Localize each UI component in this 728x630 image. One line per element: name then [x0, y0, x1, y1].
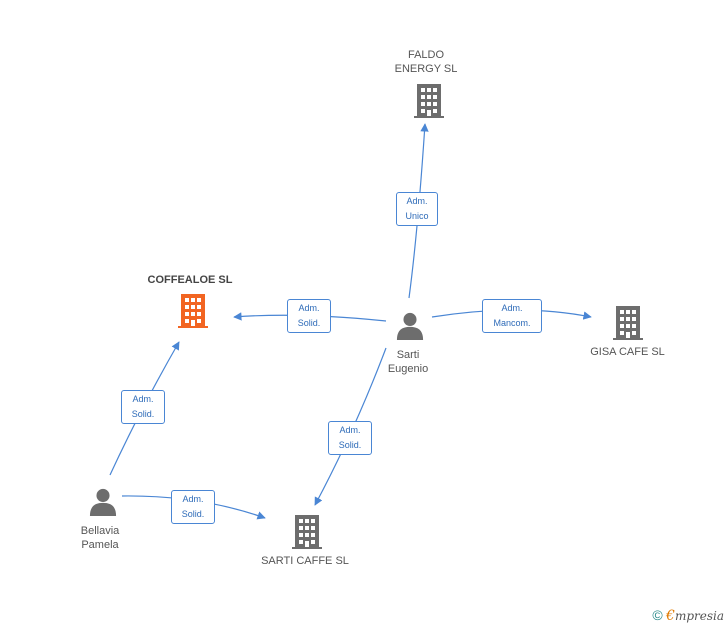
coffealoe-building-icon[interactable]	[178, 294, 208, 328]
node-label-faldo[interactable]: FALDO ENERGY SL	[394, 49, 458, 75]
node-label-gisa[interactable]: GISA CAFE SL	[590, 346, 665, 358]
edge-label-adm-unico: Adm. Unico	[396, 192, 438, 226]
edge-label-adm-solid-bellavia-sarticaffe: Adm. Solid.	[171, 490, 215, 524]
node-label-sarti-eugenio[interactable]: Sarti Eugenio	[387, 349, 429, 375]
edge-label-adm-solid-coffealoe: Adm. Solid.	[287, 299, 331, 333]
edge-label-adm-solid-bellavia-coffealoe: Adm. Solid.	[121, 390, 165, 424]
empresia-watermark[interactable]: © €mpresia	[652, 607, 724, 624]
node-label-sarticaffe[interactable]: SARTI CAFFE SL	[261, 555, 349, 567]
sarti-person-icon[interactable]	[396, 312, 424, 340]
brand-initial: €	[666, 608, 675, 624]
node-label-bellavia[interactable]: Bellavia Pamela	[80, 525, 120, 551]
brand-name: mpresia	[674, 609, 724, 623]
gisa-building-icon[interactable]	[613, 306, 643, 340]
bellavia-person-icon[interactable]	[89, 488, 117, 516]
sarticaffe-building-icon[interactable]	[292, 515, 322, 549]
copyright-icon: ©	[652, 607, 663, 623]
node-label-coffealoe[interactable]: COFFEALOE SL	[147, 274, 233, 286]
edge-label-adm-mancom: Adm. Mancom.	[482, 299, 542, 333]
faldo-building-icon[interactable]	[414, 84, 444, 118]
edge-label-adm-solid-sarticaffe: Adm. Solid.	[328, 421, 372, 455]
